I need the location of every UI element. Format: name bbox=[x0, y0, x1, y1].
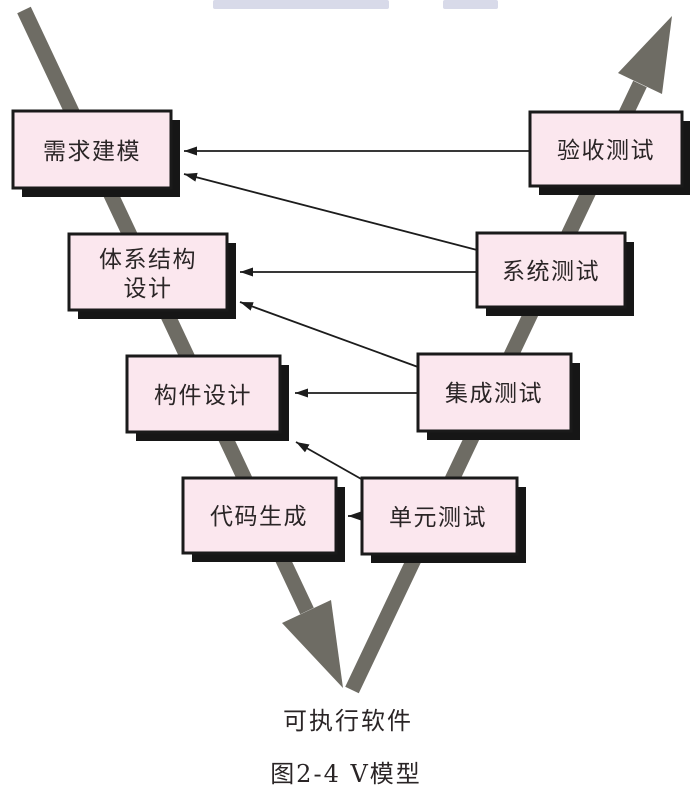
node-architecture-box bbox=[67, 232, 229, 312]
node-integration-label: 集成测试 bbox=[445, 381, 543, 407]
top-artifact-bar-2 bbox=[443, 0, 498, 9]
arrow-integration-to-architecture bbox=[239, 301, 419, 368]
node-code-box bbox=[181, 476, 338, 555]
top-artifact-bar-1 bbox=[213, 0, 389, 9]
executable-software-label: 可执行软件 bbox=[283, 707, 413, 735]
node-requirements-modeling: 需求建模 bbox=[11, 109, 180, 197]
node-system-label: 系统测试 bbox=[502, 259, 600, 285]
node-component-design: 构件设计 bbox=[125, 354, 289, 441]
node-system-box bbox=[475, 231, 627, 309]
arrow-system-to-requirements bbox=[183, 172, 478, 251]
arrow-unit-to-component bbox=[295, 441, 364, 481]
node-component-box bbox=[125, 354, 282, 434]
node-unit-box bbox=[360, 476, 519, 556]
node-integration-box bbox=[416, 352, 573, 433]
node-integration-test: 集成测试 bbox=[416, 352, 580, 440]
node-acceptance-test: 验收测试 bbox=[528, 110, 690, 195]
node-requirements-label: 需求建模 bbox=[43, 139, 141, 165]
figure-caption: 图2-4 V模型 bbox=[270, 760, 422, 788]
node-architecture-label-line2: 设计 bbox=[124, 276, 173, 302]
node-code-generation: 代码生成 bbox=[181, 476, 345, 562]
node-code-label: 代码生成 bbox=[210, 504, 308, 530]
node-unit-test: 单元测试 bbox=[360, 476, 526, 563]
node-requirements-box bbox=[11, 109, 173, 190]
nodes-layer: 需求建模 体系结构 设计 构件设计 代码生成 验收测试 系统测试 bbox=[11, 109, 690, 563]
node-unit-label: 单元测试 bbox=[389, 505, 487, 531]
node-component-label: 构件设计 bbox=[154, 383, 252, 409]
v-arrowhead-up bbox=[618, 16, 672, 94]
node-acceptance-box bbox=[528, 110, 684, 188]
node-architecture-label-line1: 体系结构 bbox=[99, 247, 197, 273]
v-arrowhead-down bbox=[282, 600, 343, 688]
node-architecture-design: 体系结构 设计 bbox=[67, 232, 236, 319]
feedback-arrows bbox=[183, 146, 530, 521]
node-system-test: 系统测试 bbox=[475, 231, 634, 316]
node-acceptance-label: 验收测试 bbox=[557, 138, 655, 164]
